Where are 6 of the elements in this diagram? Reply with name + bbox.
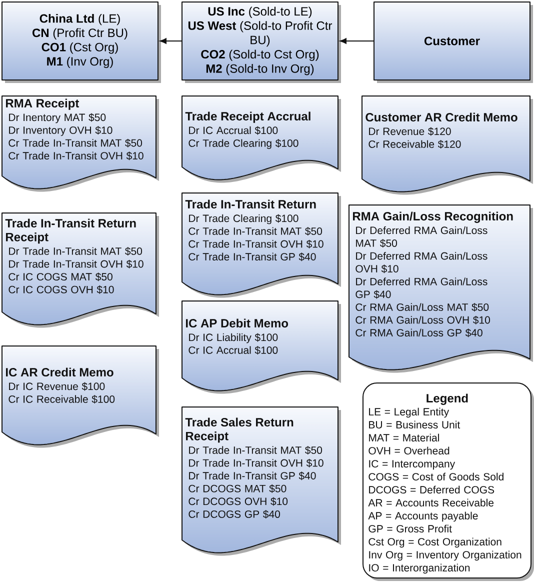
entity-box: Customer — [374, 2, 533, 83]
legend-box: Legend LE = Legal Entity BU = Business Unit MAT = Material OVH = Overhead IC = Intercompany COGS = Cost of Goods Sold DCOGS = Deferred COGS AR = Accounts Receivable AP = Accounts payable GP = Gross Profit Cst Org = Cost Organization Inv Org = Inventory Organization IO = Interorganization — [362, 382, 534, 581]
arrow — [340, 38, 374, 44]
entity-box: China Ltd (LE) CN (Profit Ctr BU) CO1 (Cst Org) M1 (Inv Org) — [2, 2, 161, 83]
entity-box: US Inc (Sold-to LE) US West (Sold-to Profit Ctr BU) CO2 (Sold-to Cst Org) M2 (Sold-to Inv Org) — [182, 2, 341, 83]
arrow — [160, 38, 182, 44]
